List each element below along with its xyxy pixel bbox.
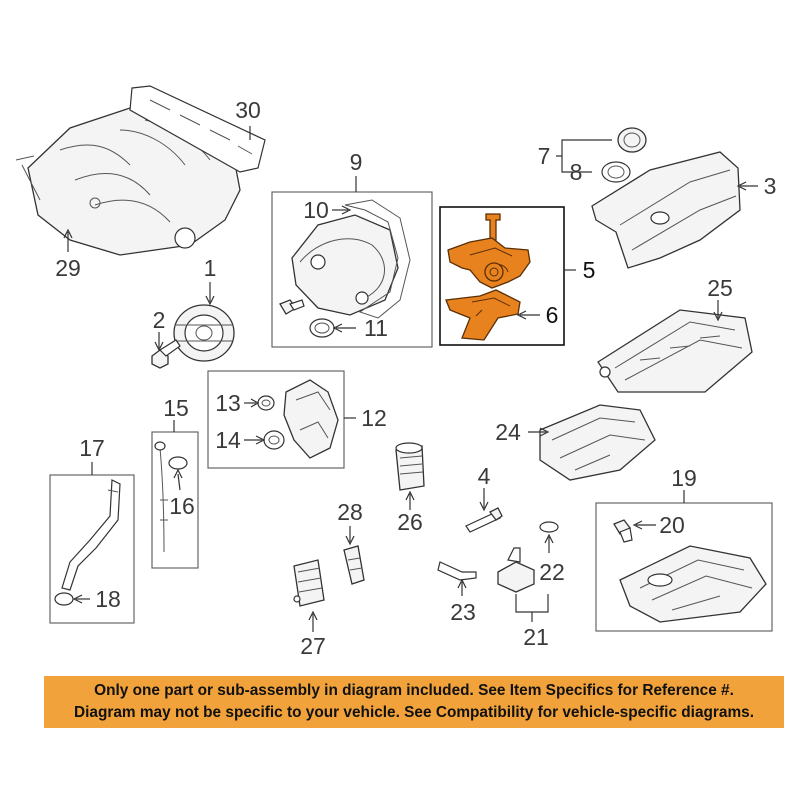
- disclaimer-banner: Only one part or sub-assembly in diagram…: [44, 676, 784, 728]
- oil-cooler-part-27: [293, 559, 325, 607]
- callout-22: 22: [539, 559, 565, 585]
- callout-6: 6: [546, 302, 559, 328]
- o-ring-part-18: [54, 592, 74, 606]
- arrow-4: [479, 501, 489, 512]
- oil-pan-part-19: [619, 545, 767, 623]
- callout-24: 24: [495, 419, 521, 445]
- bracket-part-28: [343, 545, 365, 585]
- leader-8: [561, 156, 592, 173]
- callout-12: 12: [361, 405, 387, 431]
- callout-15: 15: [163, 395, 189, 421]
- callout-16: 16: [169, 493, 195, 519]
- arrow-27: [308, 610, 318, 621]
- callout-17: 17: [79, 435, 105, 461]
- oil-filler-cap-part-7: [617, 127, 647, 153]
- bolt-in-frame-5: [485, 213, 501, 241]
- callout-2: 2: [153, 307, 166, 333]
- intake-gasket-part-30: [129, 85, 266, 173]
- callout-5: 5: [583, 257, 596, 283]
- crankcase-part-25: [597, 309, 753, 393]
- seal-ring-part-8: [601, 161, 631, 183]
- arrow-10: [341, 205, 352, 215]
- callout-20: 20: [659, 512, 685, 538]
- valve-cover-part-3: [591, 151, 741, 269]
- callout-21: 21: [523, 624, 549, 650]
- seal-part-13: [257, 395, 275, 411]
- sensor-part-23: [437, 561, 477, 581]
- oil-filter-part-26: [395, 442, 425, 491]
- frame-5: [439, 206, 565, 346]
- callout-26: 26: [397, 509, 423, 535]
- callout-10: 10: [303, 197, 329, 223]
- arrow-25: [713, 311, 723, 322]
- callout-25: 25: [707, 275, 733, 301]
- arrow-22: [544, 533, 554, 544]
- disclaimer-line-1: Only one part or sub-assembly in diagram…: [94, 682, 734, 699]
- callout-18: 18: [95, 586, 121, 612]
- callout-28: 28: [337, 499, 363, 525]
- arrow-16: [173, 468, 183, 479]
- arrow-11: [332, 323, 343, 333]
- frame-12: [207, 370, 345, 469]
- leader-21: [515, 594, 549, 613]
- arrow-24: [539, 427, 550, 437]
- arrow-26: [405, 490, 415, 501]
- callout-1: 1: [204, 255, 217, 281]
- dipstick-tube-part-17: [61, 479, 121, 591]
- leader-16: [177, 473, 181, 491]
- bolt-part-2: [151, 339, 181, 369]
- arrow-14: [255, 435, 266, 445]
- pump-gasket-part-6: [445, 289, 521, 341]
- callout-8: 8: [570, 159, 583, 185]
- callout-29: 29: [55, 255, 81, 281]
- disclaimer-line-2: Diagram may not be specific to your vehi…: [74, 704, 754, 721]
- arrow-29: [63, 228, 73, 239]
- oil-pan-upper-part-24: [539, 404, 656, 481]
- arrow-3: [736, 181, 747, 191]
- frame-9: [271, 191, 433, 348]
- drain-plug-part-20: [613, 519, 633, 543]
- callout-3: 3: [764, 173, 777, 199]
- arrow-1: [205, 295, 215, 306]
- callout-14: 14: [215, 427, 241, 453]
- arrow-13: [250, 398, 260, 408]
- callout-11: 11: [364, 315, 388, 341]
- oil-pump-part-5: [447, 237, 531, 289]
- sensor-part-4: [465, 507, 503, 533]
- callout-4: 4: [478, 463, 491, 489]
- crank-pulley-part-1: [173, 304, 235, 362]
- callout-30: 30: [235, 97, 261, 123]
- timing-cover-part-9: [291, 214, 399, 316]
- callout-19: 19: [671, 465, 697, 491]
- callout-7: 7: [538, 143, 551, 169]
- gasket-part-10: [344, 199, 411, 319]
- dipstick-part-15: [154, 441, 168, 553]
- arrow-20: [632, 520, 643, 530]
- gasket-part-22: [539, 521, 559, 533]
- sensor-part-21: [497, 547, 535, 593]
- seal-part-14: [263, 430, 285, 450]
- o-ring-part-16: [168, 456, 188, 470]
- leader-7: [556, 139, 612, 157]
- arrow-18: [72, 594, 83, 604]
- callout-23: 23: [450, 599, 476, 625]
- frame-15: [151, 431, 199, 569]
- arrow-23: [457, 578, 467, 589]
- callout-9: 9: [350, 149, 363, 175]
- seal-part-11: [309, 318, 335, 338]
- arrow-6: [516, 310, 527, 320]
- arrow-2: [154, 341, 164, 352]
- cover-part-12: [283, 379, 339, 459]
- bolt-in-frame-9: [279, 299, 305, 315]
- callout-13: 13: [215, 390, 241, 416]
- arrow-28: [345, 535, 355, 546]
- callout-27: 27: [300, 633, 326, 659]
